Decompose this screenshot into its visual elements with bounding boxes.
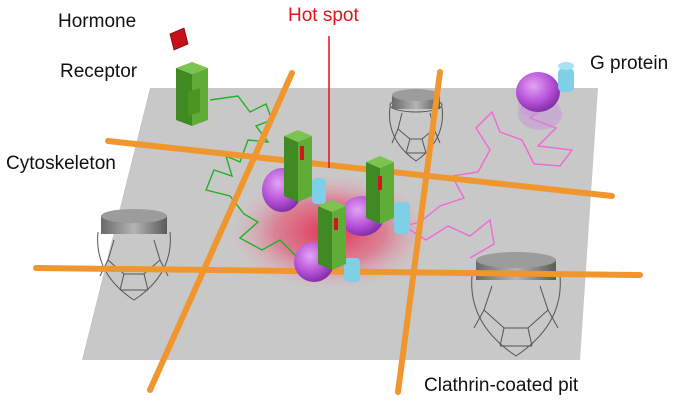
receptor-diffusion-path <box>205 95 316 271</box>
receptor-complex-2 <box>340 156 410 236</box>
receptor-complex-3 <box>294 200 360 282</box>
receptor-label: Receptor <box>60 61 138 82</box>
receptor-complex-1 <box>262 130 326 212</box>
clathrin-pit-top <box>389 89 443 162</box>
cytoskeleton-filaments <box>33 69 643 395</box>
receptor-free <box>176 62 208 126</box>
g-protein-free <box>516 62 574 130</box>
hot-spot-label: Hot spot <box>288 5 359 26</box>
hormone-shape <box>169 27 189 51</box>
clathrin-pit-label: Clathrin-coated pit <box>424 375 579 396</box>
g-protein-diffusion-path <box>402 103 574 259</box>
g-protein-label: G protein <box>590 53 669 74</box>
cytoskeleton-label: Cytoskeleton <box>6 153 116 174</box>
hormone-label: Hormone <box>58 11 137 32</box>
